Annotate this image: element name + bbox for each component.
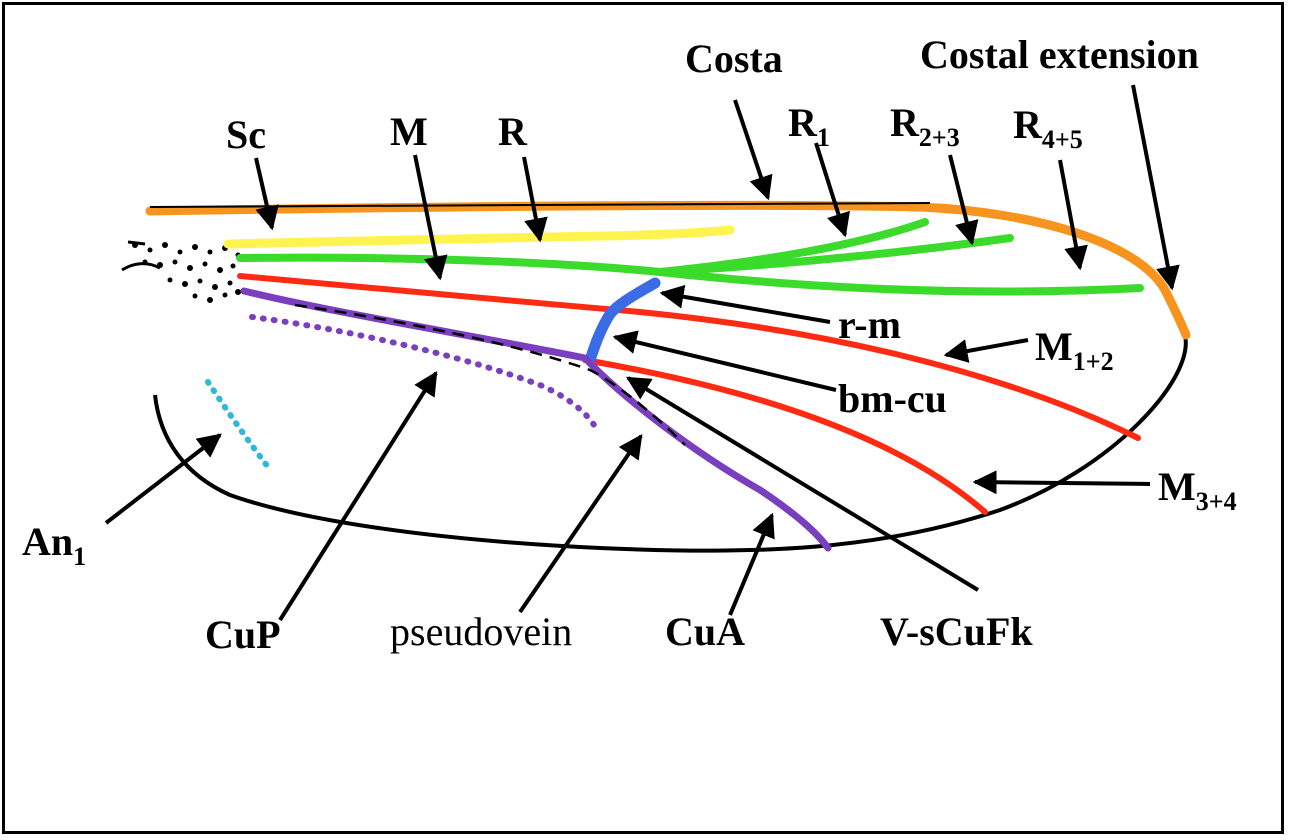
label-r45: R4+5: [1013, 102, 1083, 154]
label-r: R: [498, 109, 528, 154]
label-m34: M3+4: [1158, 464, 1237, 516]
label-cup: CuP: [205, 612, 281, 657]
pseudovein-line: [294, 303, 686, 446]
label-r1: R1: [788, 100, 830, 152]
label-cua: CuA: [665, 609, 745, 654]
label-v-scufk: V-sCuFk: [880, 609, 1033, 654]
crossveins: [584, 277, 661, 366]
label-r23: R2+3: [890, 100, 960, 152]
label-sc: Sc: [226, 112, 266, 157]
label-costa: Costa: [685, 36, 783, 81]
label-pseudovein: pseudovein: [390, 609, 572, 654]
wing-base-hairs: [121, 240, 241, 303]
wing-outline: [153, 334, 1188, 553]
subcosta-vein: [223, 225, 735, 249]
label-r-m: r-m: [838, 302, 901, 347]
label-m12: M1+2: [1035, 324, 1114, 376]
label-costal-extension: Costal extension: [920, 32, 1199, 77]
label-an1: An1: [22, 519, 86, 571]
anal-vein: [205, 379, 271, 470]
label-bm-cu: bm-cu: [838, 376, 947, 421]
cubitus-posterior-vein: [249, 314, 601, 435]
label-m: M: [390, 109, 428, 154]
media-veins: [237, 273, 1141, 515]
label-arrows: [104, 84, 1180, 622]
